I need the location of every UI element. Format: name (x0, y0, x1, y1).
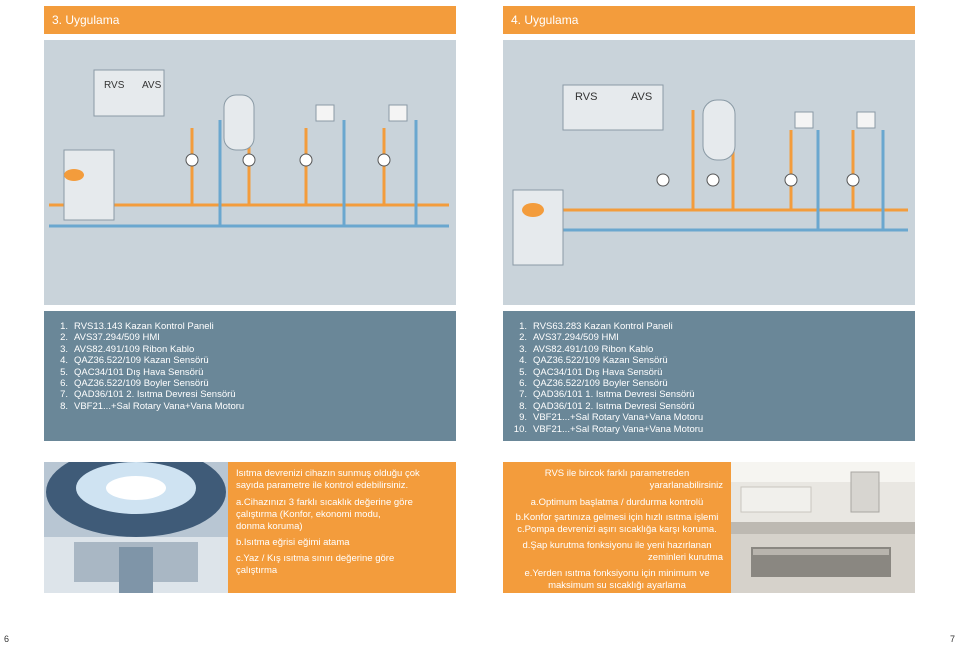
left-hydraulic-schematic: RVS AVS (49, 69, 449, 228)
right-info-box: RVS ile bircok farklı parametreden yarar… (503, 462, 731, 593)
right-diagram: RVS AVS (503, 40, 915, 305)
left-page-number: 6 (4, 634, 10, 644)
right-diagram-rvs-label: RVS (575, 91, 597, 103)
left-info-line: çalıştırma (236, 565, 278, 576)
list-item: 5.QAC34/101 Dış Hava Sensörü (60, 366, 204, 378)
list-item: 7.QAD36/101 2. Isıtma Devresi Sensörü (60, 389, 236, 401)
left-info-line: Isıtma devrenizi cihazın sunmuş olduğu ç… (236, 468, 420, 479)
right-info-line: maksimum su sıcaklığı ayarlama (548, 580, 686, 591)
right-info-line: RVS ile bircok farklı parametreden (544, 468, 690, 479)
list-item: 7.QAD36/101 1. Isıtma Devresi Sensörü (519, 389, 695, 401)
right-diagram-avs-label: AVS (631, 91, 652, 103)
right-info-line: a.Optimum başlatma / durdurma kontrolü (530, 497, 704, 508)
list-item: 6.QAZ36.522/109 Boyler Sensörü (519, 378, 668, 390)
right-hydraulic-schematic: RVS AVS (512, 84, 908, 266)
kitchen-photo (731, 462, 915, 593)
left-info-box: Isıtma devrenizi cihazın sunmuş olduğu ç… (228, 462, 456, 593)
list-item: 1.RVS13.143 Kazan Kontrol Paneli (60, 321, 214, 332)
right-info-line: zeminleri kurutma (648, 552, 723, 563)
right-info-line: d.Şap kurutma fonksiyonu ile yeni hazırl… (522, 540, 712, 551)
right-page-number: 7 (950, 634, 956, 644)
left-info-line: c.Yaz / Kış ısıtma sınırı değerine göre (236, 553, 395, 564)
list-item: 8.VBF21...+Sal Rotary Vana+Vana Motoru (60, 400, 245, 412)
right-info-line: yararlanabilirsiniz (649, 480, 723, 491)
left-diagram-avs-label: AVS (142, 80, 162, 91)
list-item: 4.QAZ36.522/109 Kazan Sensörü (60, 355, 209, 367)
left-parts-list: 1.RVS13.143 Kazan Kontrol Paneli 2.AVS37… (44, 311, 456, 441)
mall-dome-photo (44, 462, 228, 593)
left-diagram-rvs-label: RVS (104, 80, 125, 91)
list-item: 3.AVS82.491/109 Ribon Kablo (60, 343, 195, 355)
right-info-line: b.Konfor şartınıza gelmesi için hızlı ıs… (515, 512, 719, 523)
left-info-line: çalıştırma (Konfor, ekonomi modu, (236, 509, 381, 520)
list-item: 1.RVS63.283 Kazan Kontrol Paneli (519, 321, 673, 332)
list-item: 9.VBF21...+Sal Rotary Vana+Vana Motoru (519, 412, 704, 424)
list-item: 3.AVS82.491/109 Ribon Kablo (519, 343, 654, 355)
left-info-line: donma koruma) (236, 521, 303, 532)
list-item: 2.AVS37.294/509 HMI (60, 332, 160, 344)
list-item: 2.AVS37.294/509 HMI (519, 332, 619, 344)
list-item: 6.QAZ36.522/109 Boyler Sensörü (60, 378, 209, 390)
left-info-line: b.Isıtma eğrisi eğimi atama (236, 537, 350, 548)
right-parts-list: 1.RVS63.283 Kazan Kontrol Paneli 2.AVS37… (503, 311, 915, 441)
right-header: 4. Uygulama (503, 6, 915, 34)
list-item: 4.QAZ36.522/109 Kazan Sensörü (519, 355, 668, 367)
list-item: 10.VBF21...+Sal Rotary Vana+Vana Motoru (513, 423, 704, 435)
right-info-line: c.Pompa devrenizi aşırı sıcaklığa karşı … (517, 524, 717, 535)
left-info-line: a.Cihazınızı 3 farklı sıcaklık değerine … (236, 497, 413, 508)
left-header: 3. Uygulama (44, 6, 456, 34)
left-diagram: RVS AVS (44, 40, 456, 305)
list-item: 8.QAD36/101 2. Isıtma Devresi Sensörü (519, 400, 695, 412)
left-info-line: sayıda parametre ile kontrol edebilirsin… (236, 480, 409, 491)
list-item: 5.QAC34/101 Dış Hava Sensörü (519, 366, 663, 378)
right-info-line: e.Yerden ısıtma fonksiyonu için minimum … (524, 568, 710, 579)
